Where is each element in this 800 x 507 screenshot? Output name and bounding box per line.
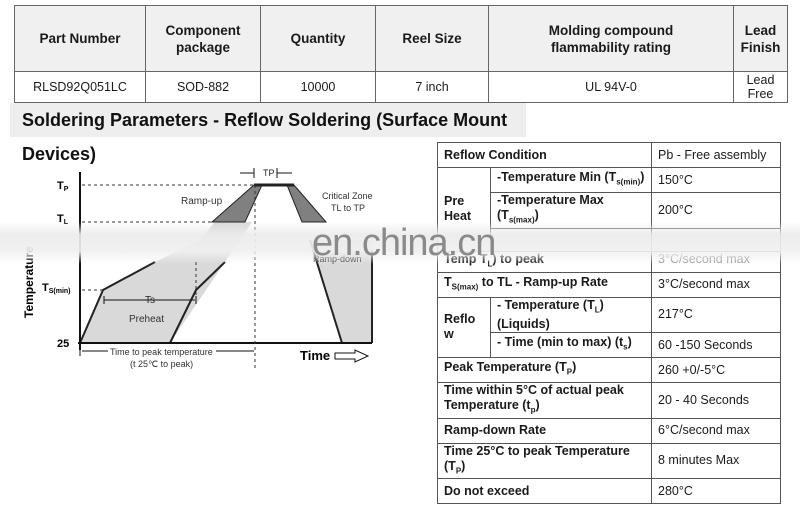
time-within-text: Time within 5°C of actual peak Temperatu…: [444, 383, 624, 412]
reflow-parameters-table: Reflow Condition Pb - Free assembly Pre …: [437, 142, 781, 504]
reflow-condition-value: Pb - Free assembly: [651, 142, 781, 168]
reflow-time-sub: s: [623, 342, 628, 352]
preheat-area: [80, 262, 225, 343]
cell-lead-finish: Lead Free: [733, 71, 788, 103]
ramp-up-value: 3°C/second max: [651, 271, 781, 298]
critical-zone-line1: Critical Zone: [322, 191, 373, 201]
cell-flammability: UL 94V-0: [488, 71, 734, 103]
peak-temp-label: Peak Temperature (TP): [437, 357, 652, 383]
reflow-temp-value: 217°C: [651, 296, 781, 333]
watermark-text: en.china.cn: [312, 222, 496, 264]
profile-inner-line: [169, 261, 226, 344]
watermark-strip: [0, 222, 800, 264]
time-to-peak-line2: (t 25℃ to peak): [130, 359, 193, 369]
row-ramp-up: TS(max) to TL - Ramp-up Rate 3°C/second …: [437, 271, 781, 298]
do-not-exceed-value: 280°C: [651, 478, 781, 504]
reflow-time-text: - Time (min to max) (t: [497, 335, 624, 350]
time-to-peak-line1: Time to peak temperature: [110, 347, 213, 357]
reflow-temp-sub: L: [594, 305, 600, 314]
time-to-peak-label-bg: [108, 345, 216, 357]
t25-label: 25: [57, 338, 69, 350]
header-reel-size: Reel Size: [375, 5, 489, 72]
ramp-up-text: to TL - Ramp-up Rate: [478, 274, 608, 289]
row-reflow-condition: Reflow Condition Pb - Free assembly: [437, 142, 781, 168]
ramp-down-label: Ramp-down Rate: [437, 417, 652, 444]
ramp-up-text-pre: T: [444, 274, 452, 289]
time-25-value: 8 minutes Max: [651, 442, 781, 479]
row-preheat-min: Pre Heat -Temperature Min (Ts(min)) 150°…: [437, 167, 781, 252]
ramp-up-annotation: Ramp-up: [181, 196, 223, 207]
row-time-within: Time within 5°C of actual peak Temperatu…: [437, 382, 781, 419]
row-reflow-time: - Time (min to max) (ts) 60 -150 Seconds: [438, 332, 781, 358]
tp-label: TP: [57, 180, 69, 193]
cell-quantity: 10000: [260, 71, 376, 103]
row-reflow-temp: Reflo w - Temperature (TL) (Liquids) 217…: [437, 296, 781, 358]
spec-data-row: RLSD92Q051LC SOD-882 10000 7 inch UL 94V…: [14, 71, 788, 103]
header-part-number: Part Number: [14, 5, 146, 72]
temp-tl-peak-sub: L: [487, 259, 493, 269]
section-title: Soldering Parameters - Reflow Soldering …: [10, 103, 526, 164]
time-within-sub: p: [530, 405, 536, 415]
critical-zone-right: [286, 184, 328, 223]
temp-min-text: -Temperature Min (T: [497, 170, 617, 185]
temp-min-value: 150°C: [651, 167, 781, 193]
time-arrow-icon: [334, 349, 370, 363]
x-axis-label: Time: [300, 348, 330, 363]
reflow-time-label: - Time (min to max) (ts): [490, 332, 652, 358]
cell-component-package: SOD-882: [145, 71, 261, 103]
critical-zone-line2: TL to TP: [331, 203, 365, 213]
ts-min-label: TS(min): [42, 282, 71, 295]
cell-reel-size: 7 inch: [375, 71, 489, 103]
peak-temp-value: 260 +0/-5°C: [651, 357, 781, 383]
cell-part-number: RLSD92Q051LC: [14, 71, 146, 103]
header-lead-finish: Lead Finish: [733, 5, 788, 72]
reflow-temp-label: - Temperature (TL) (Liquids): [490, 296, 652, 333]
peak-temp-text: Peak Temperature (T: [444, 360, 567, 375]
row-peak-temp: Peak Temperature (TP) 260 +0/-5°C: [437, 357, 781, 383]
ts-annotation: Ts: [145, 295, 155, 306]
header-quantity: Quantity: [260, 5, 376, 72]
row-do-not-exceed: Do not exceed 280°C: [437, 478, 781, 504]
temp-min-label: -Temperature Min (Ts(min)): [490, 167, 652, 193]
ramp-down-area: [310, 240, 372, 343]
do-not-exceed-label: Do not exceed: [437, 478, 652, 504]
time-25-sub: P: [455, 466, 462, 475]
spec-header-row: Part Number Component package Quantity R…: [14, 5, 788, 72]
time-within-value: 20 - 40 Seconds: [651, 382, 781, 419]
reflow-group-label: Reflo w: [437, 296, 491, 358]
header-component-package: Component package: [145, 5, 261, 72]
temp-min-sub: s(min): [616, 177, 641, 187]
spec-table: Part Number Component package Quantity R…: [14, 5, 788, 103]
time-25-text: Time 25°C to peak Temperature (T: [444, 443, 630, 473]
tp-arrow-label: TP: [263, 168, 275, 178]
reflow-temp-text: - Temperature (T: [497, 297, 595, 312]
row-ramp-down: Ramp-down Rate 6°C/second max: [437, 417, 781, 444]
temp-max-text: -Temperature Max (T: [497, 193, 604, 222]
ramp-up-label: TS(max) to TL - Ramp-up Rate: [437, 271, 652, 298]
time-within-label: Time within 5°C of actual peak Temperatu…: [437, 382, 652, 419]
reflow-time-value: 60 -150 Seconds: [651, 332, 781, 358]
row-time-25-peak: Time 25°C to peak Temperature (TP) 8 min…: [437, 442, 781, 479]
preheat-annotation: Preheat: [129, 314, 164, 325]
header-flammability: Molding compound flammability rating: [488, 5, 734, 72]
time-25-label: Time 25°C to peak Temperature (TP): [437, 442, 652, 479]
ramp-down-value: 6°C/second max: [651, 417, 781, 444]
reflow-temp-text-end: ) (Liquids): [497, 297, 604, 332]
ramp-up-sub: S(max): [451, 282, 479, 292]
temp-max-sub: s(max): [508, 215, 535, 225]
reflow-condition-label: Reflow Condition: [437, 142, 652, 168]
peak-temp-sub: P: [566, 367, 573, 377]
